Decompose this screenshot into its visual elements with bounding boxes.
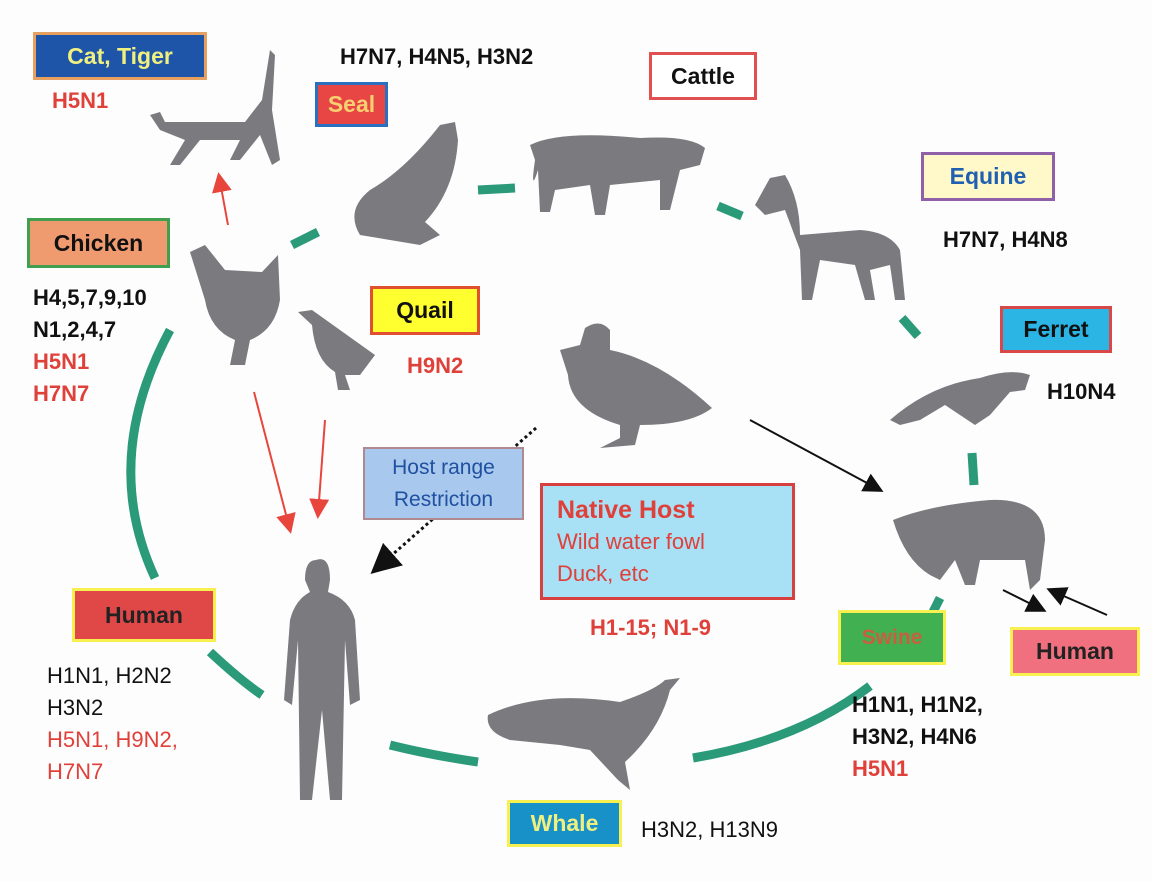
duck-icon	[560, 323, 712, 448]
quail-subtypes: H9N2	[407, 353, 464, 378]
native-host-title: Native Host	[557, 495, 695, 524]
swine-subtype-3: H5N1	[852, 756, 909, 781]
host-label-seal: Seal	[315, 82, 388, 127]
human-subtype-2: H3N2	[47, 695, 104, 720]
swine-subtype-2: H3N2, H4N6	[852, 724, 977, 749]
chicken-icon	[190, 245, 280, 365]
chicken-subtype-n: N1,2,4,7	[33, 317, 117, 342]
host-label-human-right: Human	[1010, 627, 1140, 676]
host-label-whale: Whale	[507, 800, 622, 847]
host-label-swine: Swine	[838, 610, 946, 665]
ferret-icon	[890, 372, 1030, 425]
swine-subtypes: H1N1, H1N2, H3N2, H4N6 H5N1	[852, 689, 983, 785]
whale-subtypes: H3N2, H13N9	[641, 817, 778, 842]
host-label-cattle: Cattle	[649, 52, 757, 100]
host-label-cat-tiger: Cat, Tiger	[33, 32, 207, 80]
host-ring	[126, 183, 979, 767]
host-label-chicken: Chicken	[27, 218, 170, 268]
native-host-line2: Duck, etc	[557, 560, 649, 586]
chicken-subtype-h: H4,5,7,9,10	[33, 285, 147, 310]
native-host-box: Native Host Wild water fowl Duck, etc	[540, 483, 795, 600]
seal-icon	[354, 122, 458, 245]
human-icon	[284, 559, 360, 800]
chicken-subtypes: H4,5,7,9,10 N1,2,4,7 H5N1 H7N7	[33, 282, 147, 410]
host-label-ferret: Ferret	[1000, 306, 1112, 353]
quail-icon	[298, 310, 375, 390]
host-label-quail: Quail	[370, 286, 480, 335]
pig-icon	[893, 499, 1045, 590]
host-range-line2: Restriction	[393, 487, 494, 511]
host-range-line1: Host range	[392, 455, 495, 479]
host-label-equine: Equine	[921, 152, 1055, 201]
chicken-subtype-h7n7: H7N7	[33, 381, 90, 406]
human-subtype-4: H7N7	[47, 759, 104, 784]
cat-subtype: H5N1	[52, 88, 109, 113]
transmission-arrows	[212, 172, 1108, 616]
host-label-human: Human	[72, 588, 216, 642]
ferret-subtypes: H10N4	[1047, 379, 1116, 404]
equine-subtypes: H7N7, H4N8	[943, 227, 1068, 252]
native-host-line1: Wild water fowl	[557, 528, 705, 554]
human-subtype-3: H5N1, H9N2,	[47, 727, 178, 752]
horse-icon	[755, 175, 905, 300]
native-host-subtypes: H1-15; N1-9	[590, 615, 712, 640]
whale-icon	[487, 678, 680, 790]
cat-icon	[150, 50, 280, 165]
host-range-restriction-box: Host range Restriction	[363, 447, 524, 520]
human-subtype-1: H1N1, H2N2	[47, 663, 172, 688]
chicken-subtype-h5n1: H5N1	[33, 349, 90, 374]
seal-subtypes: H7N7, H4N5, H3N2	[340, 44, 534, 69]
human-subtypes: H1N1, H2N2 H3N2 H5N1, H9N2, H7N7	[47, 660, 178, 788]
cattle-icon	[530, 135, 705, 215]
swine-subtype-1: H1N1, H1N2,	[852, 692, 983, 717]
